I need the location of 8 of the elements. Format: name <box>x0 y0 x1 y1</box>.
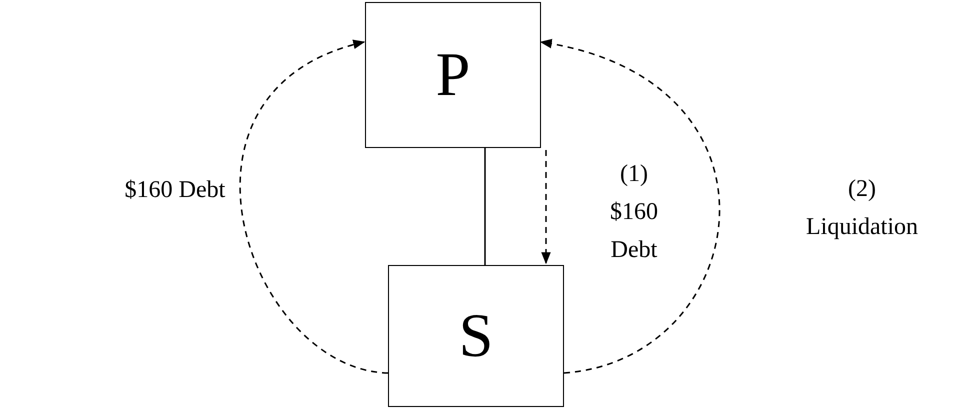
arrow <box>239 41 388 374</box>
arrow <box>540 40 720 374</box>
connector-line <box>484 148 486 265</box>
entity-label: S <box>458 305 494 367</box>
entity-box <box>365 2 541 148</box>
entity-label: P <box>436 44 470 106</box>
entity-box <box>388 265 564 407</box>
arrow <box>541 150 551 264</box>
